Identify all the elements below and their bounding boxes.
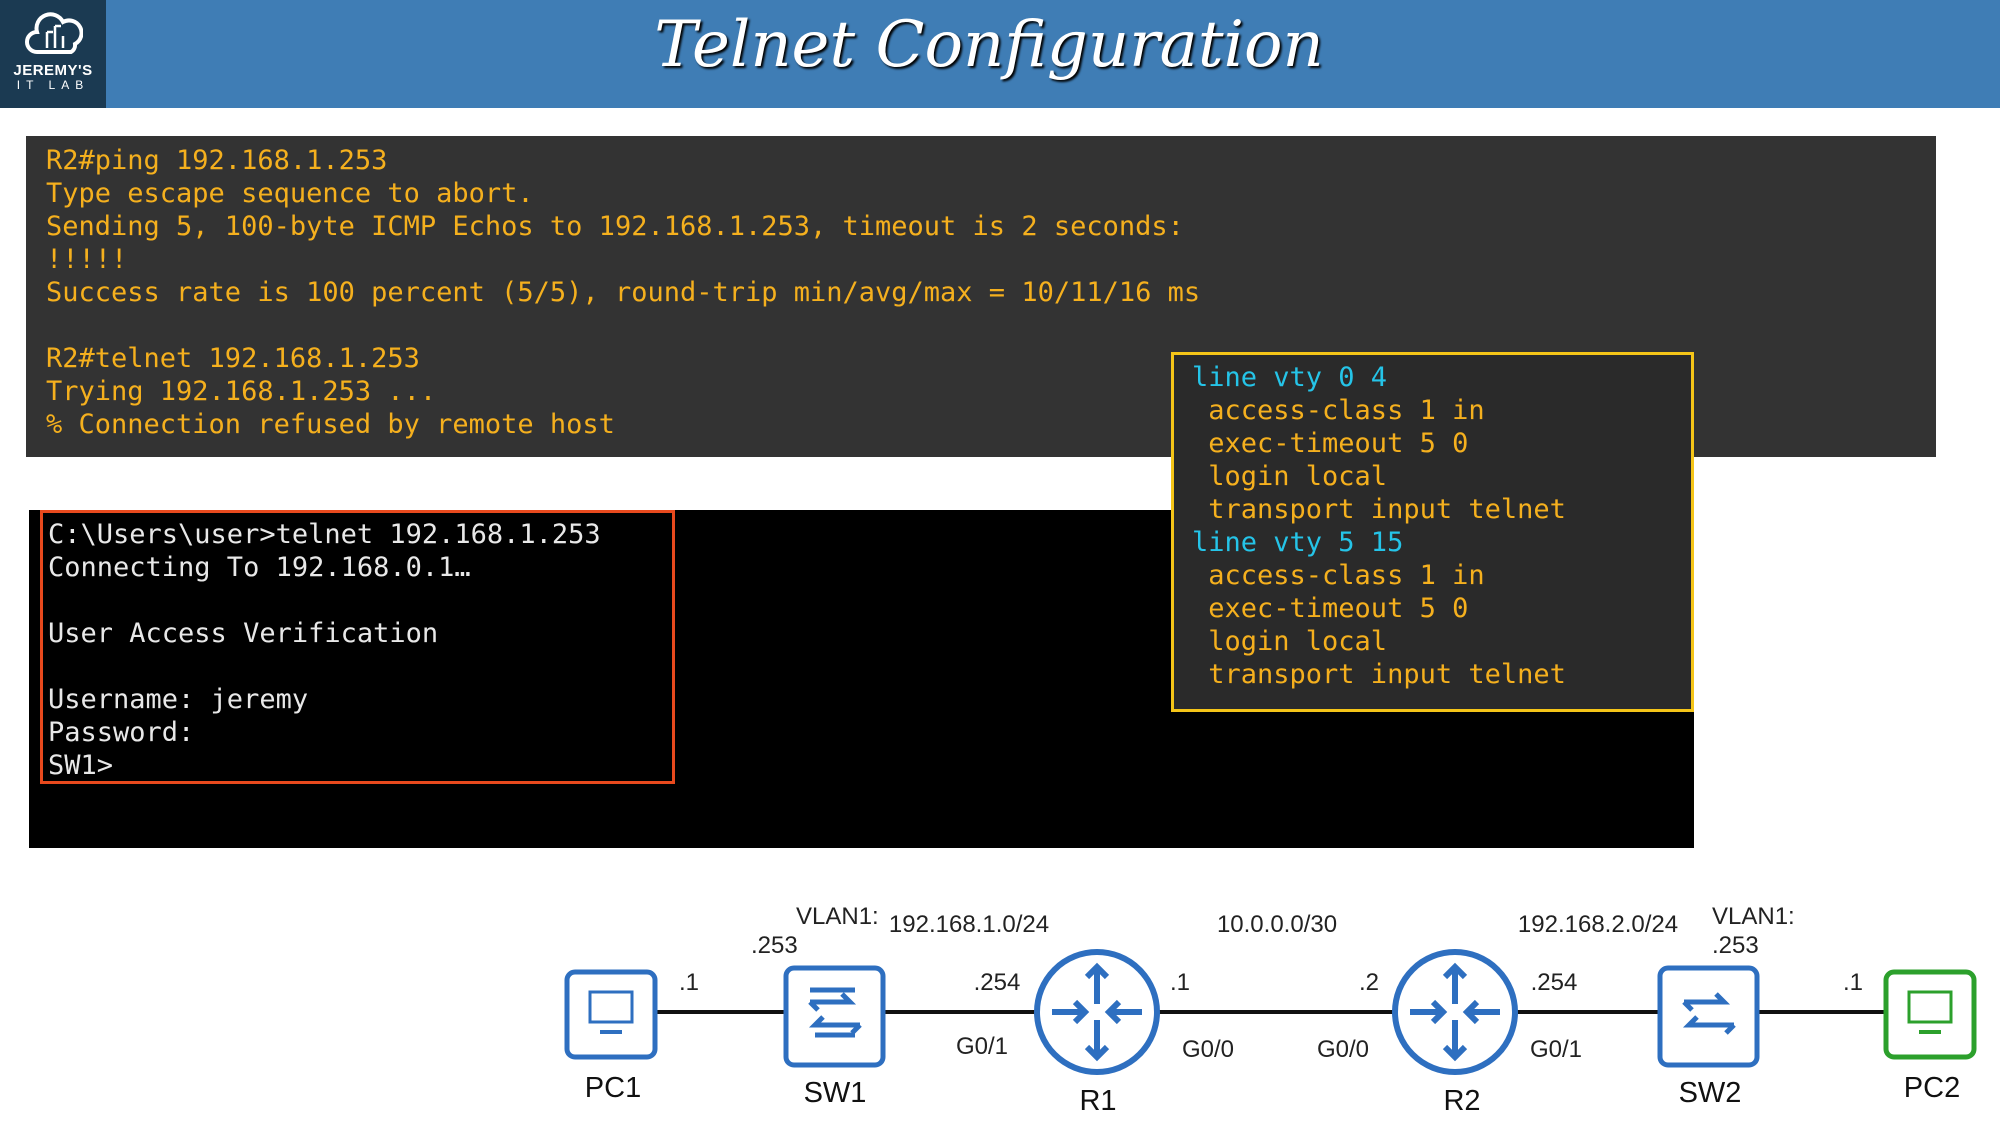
terminal-line: Connecting To 192.168.0.1… <box>48 552 471 583</box>
pc2-ip-label: .1 <box>1842 969 1864 996</box>
terminal-line: C:\Users\user>telnet 192.168.1.253 <box>48 519 601 550</box>
sw1-ip-label: .253 <box>751 932 798 959</box>
terminal-line: transport input telnet <box>1192 659 1566 690</box>
sw1-label: SW1 <box>803 1077 867 1109</box>
r1-g01-label: G0/1 <box>955 1033 1009 1060</box>
terminal-line: Trying 192.168.1.253 ... <box>46 376 437 407</box>
pc1-icon <box>564 969 658 1060</box>
r2-g00-label: G0/0 <box>1316 1036 1370 1063</box>
vty-config-output: line vty 0 4 access-class 1 in exec-time… <box>1192 361 1566 691</box>
page-title: Telnet Configuration <box>654 8 1324 82</box>
terminal-line: R2#ping 192.168.1.253 <box>46 145 388 176</box>
sw2-icon <box>1657 965 1760 1068</box>
logo-subtext: IT LAB <box>16 78 90 92</box>
lan1-network-label: 192.168.1.0/24 <box>888 911 1050 938</box>
wan-network-label: 10.0.0.0/30 <box>1216 911 1338 938</box>
r1-g00-ip-label: .1 <box>1169 969 1191 996</box>
r1-g00-label: G0/0 <box>1181 1036 1235 1063</box>
logo-text: JEREMY'S <box>13 62 93 79</box>
cloud-circuit-icon <box>25 12 83 54</box>
sw2-vlan-label: VLAN1: <box>1712 903 1795 930</box>
terminal-line: login local <box>1192 626 1388 657</box>
terminal-line: R2#telnet 192.168.1.253 <box>46 343 420 374</box>
terminal-line: User Access Verification <box>48 618 439 649</box>
terminal-line: SW1> <box>48 750 114 781</box>
terminal-line <box>48 650 601 683</box>
r2-label: R2 <box>1443 1085 1481 1117</box>
terminal-line: Success rate is 100 percent (5/5), round… <box>46 277 1201 308</box>
sw2-ip-label: .253 <box>1712 932 1759 959</box>
vty-config-box: line vty 0 4 access-class 1 in exec-time… <box>1171 352 1694 712</box>
terminal-line: transport input telnet <box>1192 494 1566 525</box>
terminal-line <box>46 309 1200 342</box>
r2-g00-ip-label: .2 <box>1358 969 1380 996</box>
terminal-line: exec-timeout 5 0 <box>1192 593 1469 624</box>
r2-icon <box>1392 949 1518 1075</box>
terminal-line: access-class 1 in <box>1192 395 1485 426</box>
terminal-line: Password: <box>48 717 195 748</box>
sw2-label: SW2 <box>1678 1077 1742 1109</box>
logo: JEREMY'S IT LAB <box>0 0 106 108</box>
terminal-line: Type escape sequence to abort. <box>46 178 534 209</box>
header-bar <box>0 0 2000 108</box>
r2-g01-ip-label: .254 <box>1530 969 1578 996</box>
terminal-line: % Connection refused by remote host <box>46 409 615 440</box>
terminal-line: Username: jeremy <box>48 684 309 715</box>
terminal-line: line vty 5 15 <box>1192 527 1404 558</box>
sw1-vlan-label: VLAN1: <box>796 903 879 930</box>
r1-label: R1 <box>1079 1085 1117 1117</box>
r1-icon <box>1034 949 1160 1075</box>
r1-g01-ip-label: .254 <box>973 969 1021 996</box>
terminal-line: access-class 1 in <box>1192 560 1485 591</box>
terminal-line: !!!!! <box>46 244 128 275</box>
lan2-network-label: 192.168.2.0/24 <box>1517 911 1679 938</box>
pc1-label: PC1 <box>584 1072 642 1104</box>
terminal-line: line vty 0 4 <box>1192 362 1388 393</box>
terminal-line: exec-timeout 5 0 <box>1192 428 1469 459</box>
terminal-line <box>48 584 601 617</box>
network-topology <box>564 949 1977 1075</box>
pc2-label: PC2 <box>1903 1072 1961 1104</box>
terminal-line: login local <box>1192 461 1388 492</box>
pc2-icon <box>1883 969 1977 1060</box>
r2-g01-label: G0/1 <box>1529 1036 1583 1063</box>
terminal-line: Sending 5, 100-byte ICMP Echos to 192.16… <box>46 211 1184 242</box>
sw1-icon <box>783 965 886 1068</box>
pc1-ip-label: .1 <box>678 969 700 996</box>
